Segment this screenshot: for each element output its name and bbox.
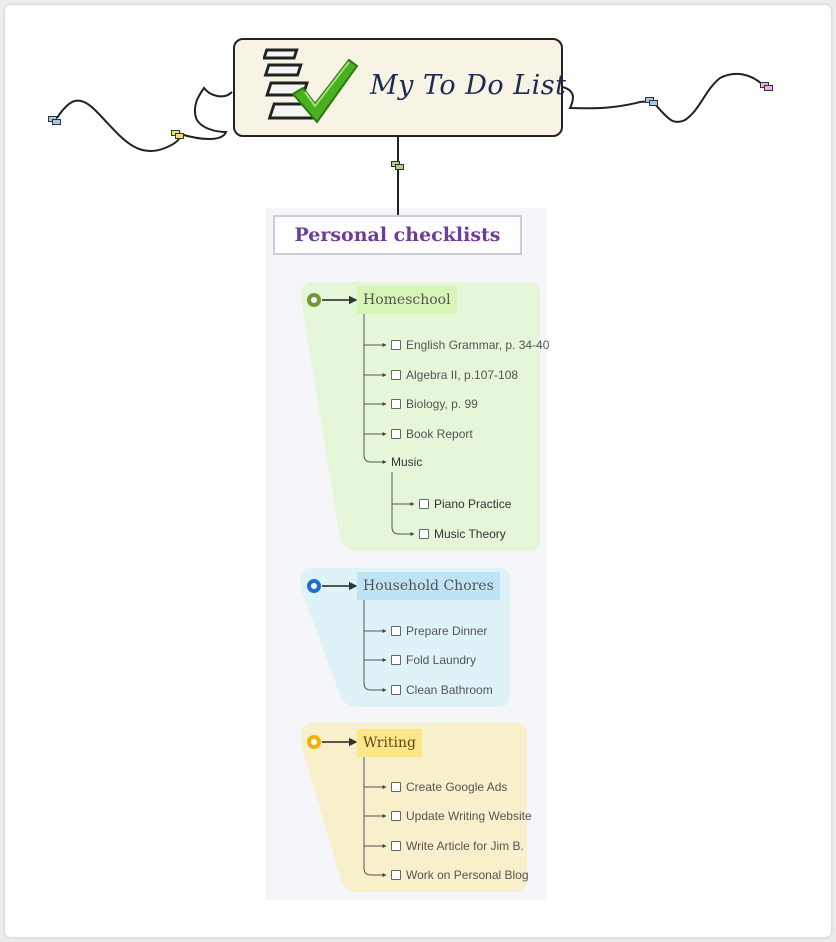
checkbox[interactable] (391, 370, 401, 380)
checkbox[interactable] (419, 499, 429, 509)
list-item-label: English Grammar, p. 34-40 (406, 338, 550, 352)
list-item-label: Biology, p. 99 (406, 397, 478, 411)
central-topic-title: My To Do List (370, 70, 567, 101)
writing-group-bg (301, 723, 527, 892)
checkbox[interactable] (391, 429, 401, 439)
list-item-label: Write Article for Jim B. (406, 839, 524, 853)
list-item-label: Clean Bathroom (406, 683, 493, 697)
list-item-label: Algebra II, p.107-108 (406, 368, 519, 382)
list-item-label: Create Google Ads (406, 780, 508, 794)
music-subtopic[interactable]: Music (391, 455, 423, 469)
right-wire (561, 72, 765, 123)
homeschool-node[interactable]: Homeschool (357, 286, 457, 314)
chores-group-bg (300, 568, 510, 707)
writing-collapse-toggle[interactable] (307, 735, 321, 749)
list-item[interactable]: Work on Personal Blog (391, 867, 529, 883)
list-item[interactable]: Algebra II, p.107-108 (391, 367, 518, 383)
panel-title[interactable]: Personal checklists (273, 215, 522, 255)
list-item[interactable]: Biology, p. 99 (391, 396, 478, 412)
checkbox[interactable] (391, 685, 401, 695)
list-item[interactable]: Write Article for Jim B. (391, 838, 524, 854)
list-item-label: Fold Laundry (406, 653, 477, 667)
checklist-icon (263, 48, 359, 124)
right-mid-connector-back (649, 100, 658, 106)
list-item-label: Prepare Dinner (406, 624, 488, 638)
list-item[interactable]: English Grammar, p. 34-40 (391, 337, 549, 353)
list-item[interactable]: Music Theory (419, 526, 506, 542)
checkbox[interactable] (391, 870, 401, 880)
checkbox[interactable] (391, 626, 401, 636)
checkbox[interactable] (391, 399, 401, 409)
checkbox[interactable] (419, 529, 429, 539)
trunk-connector-back (395, 164, 404, 170)
list-item[interactable]: Book Report (391, 426, 473, 442)
list-item[interactable]: Piano Practice (419, 496, 511, 512)
checkbox[interactable] (391, 811, 401, 821)
list-item-label: Update Writing Website (406, 809, 532, 823)
chores-collapse-toggle[interactable] (307, 579, 321, 593)
left-mid-connector-back (175, 133, 184, 139)
central-topic-node[interactable]: My To Do List (233, 38, 566, 137)
list-item[interactable]: Clean Bathroom (391, 682, 493, 698)
list-item-label: Music Theory (434, 527, 506, 541)
list-item[interactable]: Fold Laundry (391, 652, 476, 668)
list-item[interactable]: Update Writing Website (391, 808, 532, 824)
homeschool-group-bg (301, 282, 540, 551)
list-item-label: Book Report (406, 427, 473, 441)
right-end-connector-back (764, 85, 773, 91)
checkbox[interactable] (391, 841, 401, 851)
checkbox[interactable] (391, 655, 401, 665)
household-chores-node[interactable]: Household Chores (357, 572, 500, 600)
list-item-label: Work on Personal Blog (406, 868, 529, 882)
list-item-label: Piano Practice (434, 497, 512, 511)
writing-node[interactable]: Writing (357, 729, 423, 757)
list-item[interactable]: Create Google Ads (391, 779, 507, 795)
list-item[interactable]: Prepare Dinner (391, 623, 487, 639)
checkbox[interactable] (391, 782, 401, 792)
checkbox[interactable] (391, 340, 401, 350)
left-end-connector-back (52, 119, 61, 125)
left-wire (56, 86, 233, 153)
homeschool-collapse-toggle[interactable] (307, 293, 321, 307)
